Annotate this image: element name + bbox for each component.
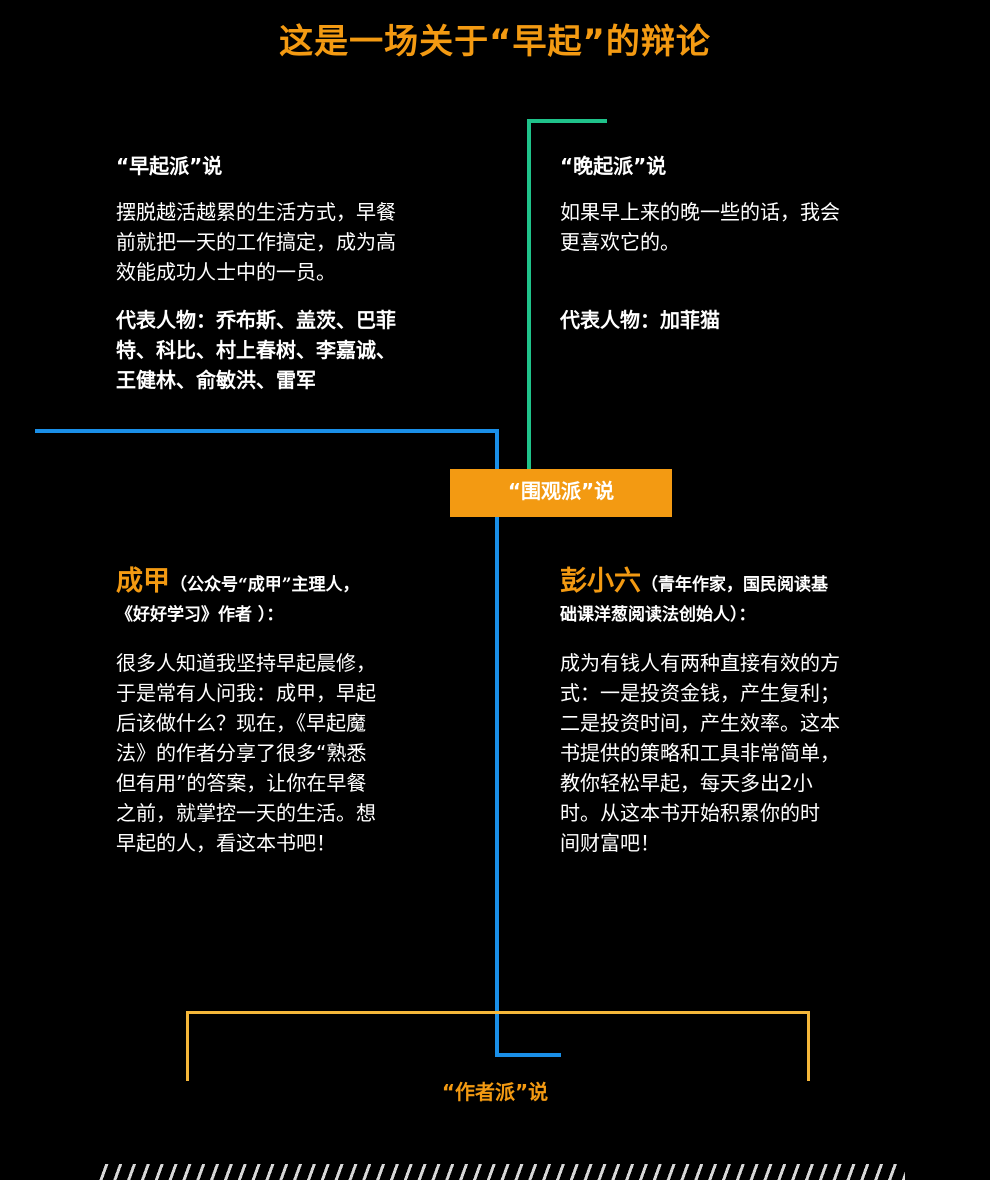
page-title: 这是一场关于“早起”的辩论: [279, 22, 711, 62]
chengjia-desc-line2: 《好好学习》作者 ）：: [116, 605, 284, 625]
pengxiaoliu-section: 彭小六（青年作家，国民阅读基 础课洋葱阅读法创始人）： 成为有钱人有两种直接有效…: [560, 567, 900, 858]
late-risers-section: “晚起派”说 如果早上来的晚一些的话，我会 更喜欢它的。 代表人物：加菲猫: [560, 150, 900, 335]
green-connector-vertical: [527, 119, 531, 471]
blue-connector-vertical: [495, 429, 499, 1057]
early-risers-representatives: 代表人物：乔布斯、盖茨、巴菲 特、科比、村上春树、李嘉诚、 王健林、俞敏洪、雷军: [116, 308, 396, 392]
decorative-stripes: [95, 1164, 905, 1180]
pengxiaoliu-header: 彭小六（青年作家，国民阅读基 础课洋葱阅读法创始人）：: [560, 567, 900, 630]
authors-label: “作者派”说: [441, 1080, 549, 1104]
gold-bracket-right: [807, 1011, 810, 1081]
early-risers-text: 摆脱越活越累的生活方式，早餐 前就把一天的工作搞定，成为高 效能成功人士中的一员…: [116, 200, 396, 284]
early-risers-heading: “早起派”说: [116, 154, 223, 178]
blue-connector-bottom: [495, 1053, 561, 1057]
blue-connector-horizontal: [35, 429, 499, 433]
late-risers-heading: “晚起派”说: [560, 154, 667, 178]
pengxiaoliu-text: 成为有钱人有两种直接有效的方 式：一是投资金钱，产生复利； 二是投资时间，产生效…: [560, 651, 840, 855]
gold-bracket-top: [186, 1011, 810, 1014]
early-risers-section: “早起派”说 摆脱越活越累的生活方式，早餐 前就把一天的工作搞定，成为高 效能成…: [116, 150, 456, 395]
onlookers-label: “围观派”说: [450, 469, 672, 517]
chengjia-text: 很多人知道我坚持早起晨修， 于是常有人问我：成甲，早起 后该做什么？现在，《早起…: [116, 651, 376, 855]
chengjia-header: 成甲（公众号“成甲”主理人， 《好好学习》作者 ）：: [116, 567, 456, 630]
pengxiaoliu-desc-line2: 础课洋葱阅读法创始人）：: [560, 605, 756, 625]
green-connector-top: [527, 119, 607, 123]
pengxiaoliu-desc-line1: （青年作家，国民阅读基: [641, 575, 828, 595]
late-risers-text: 如果早上来的晚一些的话，我会 更喜欢它的。: [560, 200, 840, 254]
chengjia-name: 成甲: [116, 566, 170, 597]
chengjia-desc-line1: （公众号“成甲”主理人，: [170, 575, 360, 595]
late-risers-representatives: 代表人物：加菲猫: [560, 308, 720, 332]
pengxiaoliu-name: 彭小六: [560, 566, 641, 597]
chengjia-section: 成甲（公众号“成甲”主理人， 《好好学习》作者 ）： 很多人知道我坚持早起晨修，…: [116, 567, 456, 858]
gold-bracket-left: [186, 1011, 189, 1081]
